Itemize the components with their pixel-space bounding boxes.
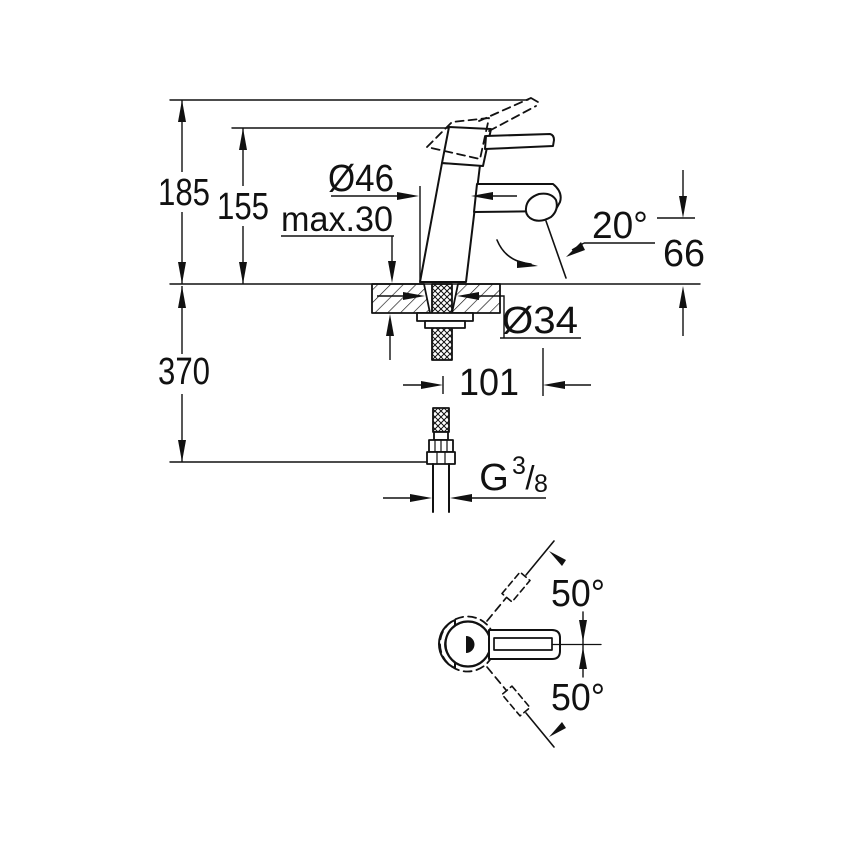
hose-neck bbox=[433, 431, 449, 441]
faucet-body bbox=[419, 162, 481, 283]
dim-spout-height-label: 66 bbox=[663, 233, 705, 275]
supply-hose bbox=[426, 407, 456, 513]
dimension-hole-diameter: Ø34 bbox=[377, 292, 581, 342]
dimension-upper-height: 155 bbox=[217, 128, 269, 284]
dimension-max-thickness: max.30 bbox=[281, 200, 396, 360]
counter-section-left bbox=[371, 283, 431, 314]
spout-aerator bbox=[524, 192, 558, 222]
dimension-spout-angle: 20° bbox=[566, 205, 655, 257]
dimension-spout-projection: 101 bbox=[403, 348, 591, 404]
dim-below-counter-label: 370 bbox=[158, 351, 210, 393]
dim-spout-projection-label: 101 bbox=[459, 362, 519, 404]
hose-hex-facets bbox=[436, 451, 446, 465]
dim-max-thickness-label: max.30 bbox=[281, 200, 393, 239]
handle-raised-phantom-hub bbox=[426, 117, 490, 160]
handle-phantom-lower bbox=[501, 685, 531, 717]
hose-collar-ribs bbox=[434, 439, 448, 453]
thread-slash-label: / bbox=[525, 459, 535, 496]
swing-upper bbox=[486, 540, 566, 622]
side-view bbox=[169, 97, 701, 513]
mounting-nut-flange bbox=[416, 312, 474, 322]
dim-total-height-label: 185 bbox=[158, 172, 210, 214]
dim-swing-lower-label: 50° bbox=[551, 677, 605, 719]
stream-line bbox=[545, 220, 567, 279]
handle-raised-phantom-lever bbox=[478, 97, 539, 132]
hose-tube bbox=[432, 463, 450, 513]
top-view-handle bbox=[488, 629, 561, 660]
dimension-spout-height: 66 bbox=[657, 170, 705, 336]
thread-numerator-label: 3 bbox=[512, 452, 526, 480]
swing-angle-reference bbox=[579, 611, 587, 678]
hose-braided-section bbox=[432, 407, 450, 433]
dimension-thread-size: G 3 / 8 bbox=[383, 452, 548, 502]
dim-swing-upper-label: 50° bbox=[551, 573, 605, 615]
dim-spout-angle-label: 20° bbox=[592, 205, 648, 247]
mounting-nut-body bbox=[424, 320, 466, 329]
stream-arc-arrowhead bbox=[517, 260, 538, 268]
cartridge-hub bbox=[441, 126, 492, 167]
dim-hole-diameter-label: Ø34 bbox=[502, 300, 578, 342]
dim-body-diameter-label: Ø46 bbox=[328, 158, 394, 200]
thread-letter-label: G bbox=[479, 457, 509, 499]
dimension-body-diameter: Ø46 bbox=[328, 158, 517, 281]
swing-lower bbox=[486, 666, 566, 748]
top-view-cartridge-dot bbox=[466, 636, 475, 653]
dim-upper-height-label: 155 bbox=[217, 186, 269, 228]
handle-lever bbox=[484, 133, 555, 150]
handle-phantom-upper bbox=[501, 571, 531, 603]
thread-denominator-label: 8 bbox=[534, 470, 548, 498]
dimension-total-height: 185 bbox=[158, 100, 210, 284]
hose-hex-nut bbox=[426, 451, 456, 465]
dimension-below-counter: 370 bbox=[158, 286, 210, 462]
top-view: 50° 50° bbox=[438, 540, 605, 748]
stream-arc bbox=[496, 239, 532, 265]
